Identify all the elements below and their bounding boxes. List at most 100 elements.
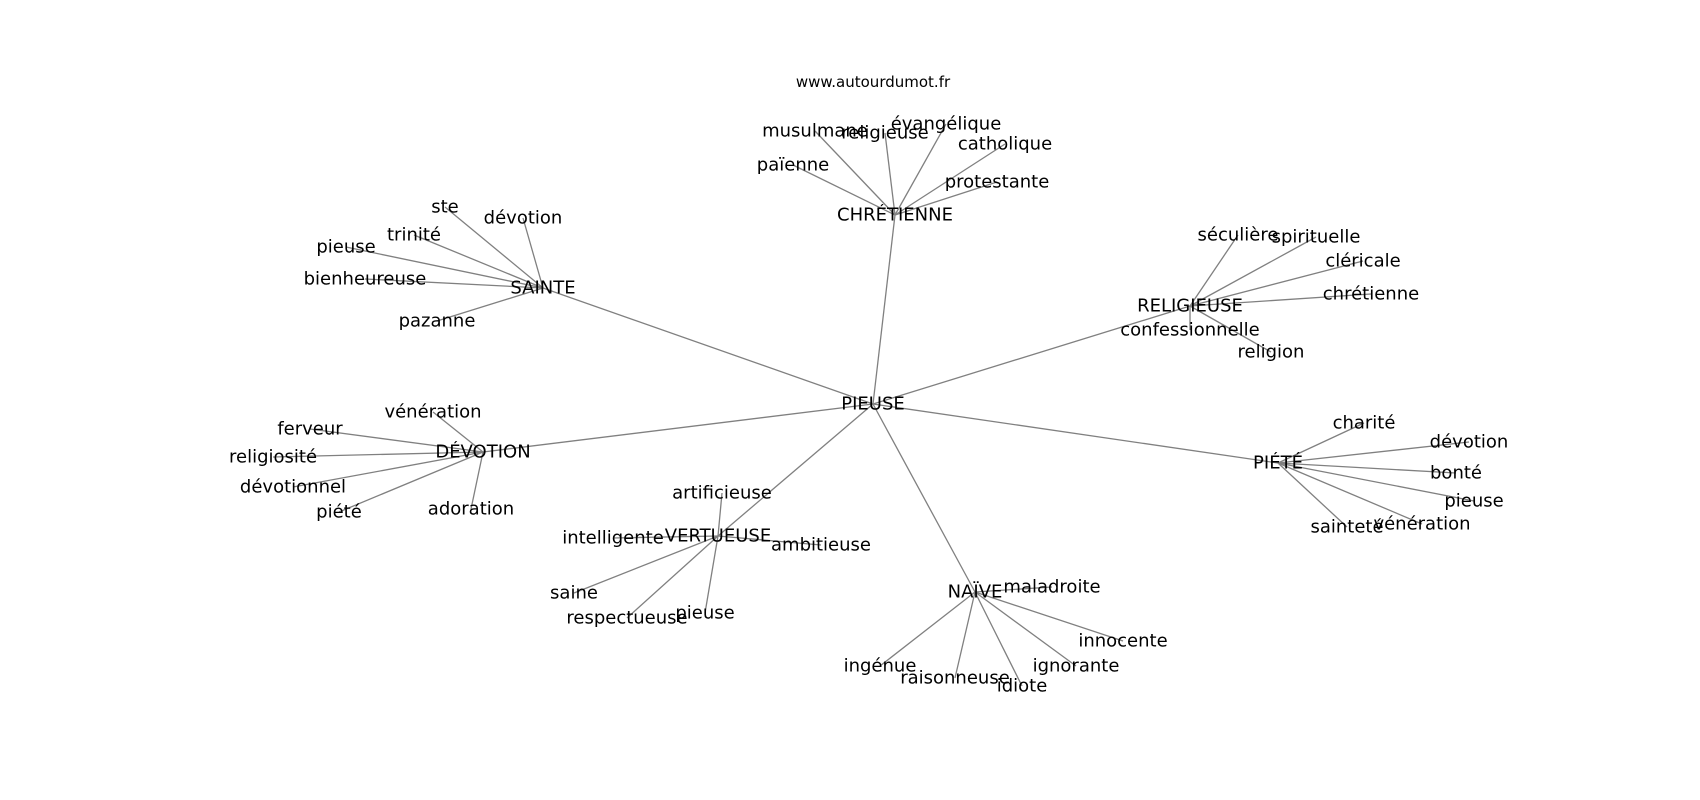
edge-hub-to-word bbox=[522, 217, 544, 289]
leaf-word-node: adoration bbox=[428, 499, 514, 520]
edge-hub-to-word bbox=[292, 451, 484, 488]
leaf-word-node: innocente bbox=[1078, 631, 1167, 652]
edge-hub-to-word bbox=[338, 451, 484, 513]
edge-hub-to-word bbox=[1189, 234, 1239, 307]
leaf-word-node: charité bbox=[1333, 413, 1396, 434]
leaf-word-node: sainteté bbox=[1310, 517, 1383, 538]
edge-hub-to-word bbox=[792, 164, 896, 216]
leaf-word-node: cléricale bbox=[1325, 251, 1400, 272]
leaf-word-node: dévotion bbox=[484, 208, 563, 229]
edge-hub-to-word bbox=[1277, 441, 1470, 464]
edge-hub-to-word bbox=[1189, 293, 1372, 307]
leaf-word-node: protestante bbox=[945, 172, 1050, 193]
edge-hub-to-word bbox=[1277, 462, 1457, 474]
edge-hub-to-word bbox=[1189, 260, 1364, 307]
leaf-word-node: respectueuse bbox=[566, 608, 687, 629]
edge-hub-to-word bbox=[612, 535, 719, 539]
leaf-word-node: ferveur bbox=[277, 419, 343, 440]
leaf-word-node: bienheureuse bbox=[304, 269, 427, 290]
leaf-word-node: religion bbox=[1238, 342, 1305, 363]
edge-hub-to-word bbox=[626, 535, 719, 619]
edge-hub-to-word bbox=[1277, 422, 1365, 464]
leaf-word-node: évangélique bbox=[891, 114, 1002, 135]
edge-hub-to-word bbox=[432, 411, 484, 453]
leaf-word-node: religiosité bbox=[229, 447, 317, 468]
edge-hub-to-word bbox=[573, 535, 719, 594]
edge-hub-to-word bbox=[444, 206, 544, 289]
leaf-word-node: artificieuse bbox=[672, 483, 772, 504]
leaf-word-node: bonté bbox=[1430, 463, 1482, 484]
leaf-word-node: dévotion bbox=[1430, 432, 1509, 453]
edge-center-to-hub bbox=[542, 287, 874, 405]
edge-hub-to-word bbox=[436, 287, 544, 322]
edge-hub-to-word bbox=[879, 591, 976, 667]
edge-hub-to-word bbox=[974, 591, 1077, 667]
leaf-word-node: spirituelle bbox=[1272, 227, 1361, 248]
hub-word-node: NAÏVE bbox=[948, 582, 1003, 603]
leaf-word-node: intelligente bbox=[562, 528, 664, 549]
edge-hub-to-word bbox=[974, 591, 1023, 687]
leaf-word-node: confessionnelle bbox=[1120, 320, 1259, 341]
leaf-word-node: saine bbox=[550, 583, 598, 604]
edge-hub-to-word bbox=[1189, 305, 1272, 353]
source-credit: www.autourdumot.fr bbox=[796, 73, 951, 91]
center-word-node: PIEUSE bbox=[841, 394, 905, 415]
edge-hub-to-word bbox=[272, 451, 484, 458]
edge-hub-to-word bbox=[1277, 462, 1423, 525]
leaf-word-node: maladroite bbox=[1003, 577, 1100, 598]
edge-hub-to-word bbox=[974, 591, 1124, 642]
leaf-word-node: piété bbox=[316, 502, 362, 523]
leaf-word-node: idiote bbox=[997, 676, 1048, 697]
edge-hub-to-word bbox=[470, 451, 484, 510]
leaf-word-node: trinité bbox=[387, 225, 441, 246]
hub-word-node: CHRÉTIENNE bbox=[837, 204, 953, 226]
leaf-word-node: ignorante bbox=[1033, 656, 1120, 677]
leaf-word-node: séculière bbox=[1198, 225, 1279, 246]
edge-center-to-hub bbox=[872, 305, 1191, 405]
edge-center-to-hub bbox=[872, 214, 896, 405]
leaf-word-node: pieuse bbox=[1444, 491, 1503, 512]
edges-layer bbox=[272, 123, 1475, 687]
edge-hub-to-word bbox=[345, 246, 544, 289]
edge-center-to-hub bbox=[717, 403, 874, 537]
leaf-word-node: chrétienne bbox=[1323, 284, 1419, 305]
edge-hub-to-word bbox=[1277, 462, 1348, 528]
leaf-word-node: religieuse bbox=[841, 123, 928, 144]
leaf-word-node: pazanne bbox=[399, 311, 476, 332]
edge-center-to-hub bbox=[872, 403, 976, 593]
leaf-word-node: pieuse bbox=[316, 237, 375, 258]
leaf-word-node: ambitieuse bbox=[771, 535, 871, 556]
edge-center-to-hub bbox=[872, 403, 1279, 464]
edge-hub-to-word bbox=[974, 586, 1053, 593]
leaf-word-node: pieuse bbox=[675, 603, 734, 624]
leaf-word-node: ste bbox=[431, 197, 459, 218]
edge-hub-to-word bbox=[894, 123, 947, 216]
hub-word-node: DÉVOTION bbox=[435, 441, 530, 463]
edge-hub-to-word bbox=[894, 181, 998, 216]
leaf-word-node: musulmane bbox=[762, 121, 868, 142]
edge-hub-to-word bbox=[717, 492, 723, 537]
edge-hub-to-word bbox=[309, 428, 484, 453]
leaf-word-node: dévotionnel bbox=[240, 477, 346, 498]
leaf-word-node: ingénue bbox=[844, 656, 917, 677]
leaf-word-node: raisonneuse bbox=[900, 668, 1010, 689]
edge-hub-to-word bbox=[704, 535, 719, 614]
edge-hub-to-word bbox=[894, 143, 1006, 216]
hub-word-node: VERTUEUSE bbox=[665, 526, 771, 547]
edge-hub-to-word bbox=[814, 130, 896, 216]
edge-hub-to-word bbox=[1277, 462, 1475, 502]
leaf-word-node: païenne bbox=[757, 155, 829, 176]
leaf-word-node: vénération bbox=[384, 402, 481, 423]
leaf-word-node: vénération bbox=[1373, 514, 1470, 535]
hub-word-node: RELIGIEUSE bbox=[1137, 296, 1243, 317]
edge-hub-to-word bbox=[364, 278, 544, 289]
hub-word-node: SAINTE bbox=[510, 278, 575, 299]
edge-hub-to-word bbox=[1189, 236, 1317, 307]
edge-hub-to-word bbox=[413, 234, 544, 289]
edge-center-to-hub bbox=[482, 403, 874, 453]
edge-hub-to-word bbox=[884, 132, 896, 216]
edge-hub-to-word bbox=[954, 591, 976, 679]
hub-word-node: PIÉTÉ bbox=[1253, 452, 1303, 474]
